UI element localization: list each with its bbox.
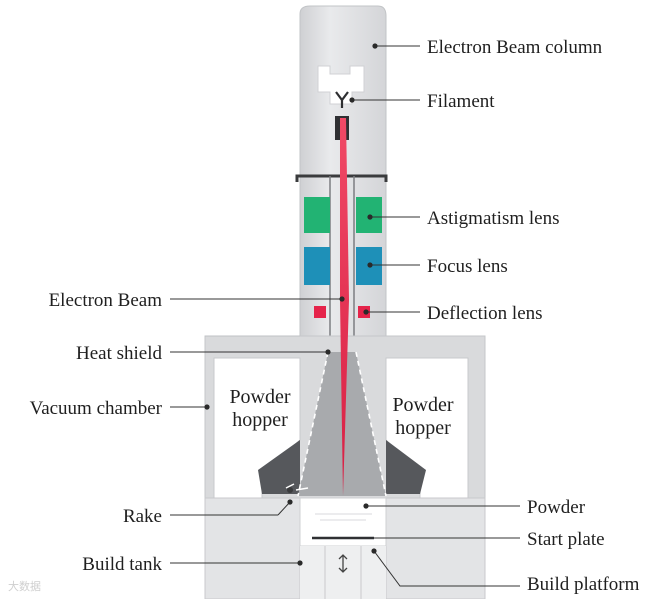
up-down-arrow-icon xyxy=(338,554,348,573)
rake xyxy=(285,483,309,493)
electron-beam xyxy=(340,118,349,496)
label-hopper-left-line2: hopper xyxy=(232,409,288,431)
label-electron-beam-column: Electron Beam column xyxy=(427,37,603,58)
label-build-tank: Build tank xyxy=(82,554,162,575)
watermark: 大数据 xyxy=(8,579,41,593)
label-astigmatism-lens: Astigmatism lens xyxy=(427,208,559,229)
label-build-platform: Build platform xyxy=(527,574,640,595)
label-focus-lens: Focus lens xyxy=(427,256,508,277)
label-powder: Powder xyxy=(527,497,586,518)
powder-hopper-left xyxy=(213,357,301,499)
label-start-plate: Start plate xyxy=(527,529,605,550)
leader-lines xyxy=(170,45,520,587)
label-hopper-right-line2: hopper xyxy=(395,417,451,439)
label-hopper-right-line1: Powder xyxy=(392,394,453,416)
filament-icon xyxy=(335,91,349,108)
leader-dots xyxy=(204,43,378,566)
label-deflection-lens: Deflection lens xyxy=(427,303,543,324)
label-vacuum-chamber: Vacuum chamber xyxy=(30,398,163,419)
label-rake: Rake xyxy=(123,506,162,527)
build-platform xyxy=(300,546,386,599)
label-hopper-left-line1: Powder xyxy=(229,386,290,408)
label-heat-shield: Heat shield xyxy=(76,343,163,364)
label-filament: Filament xyxy=(427,91,495,112)
label-electron-beam: Electron Beam xyxy=(49,290,163,311)
powder-hopper-right xyxy=(385,357,469,499)
astigmatism-lens xyxy=(304,197,382,233)
